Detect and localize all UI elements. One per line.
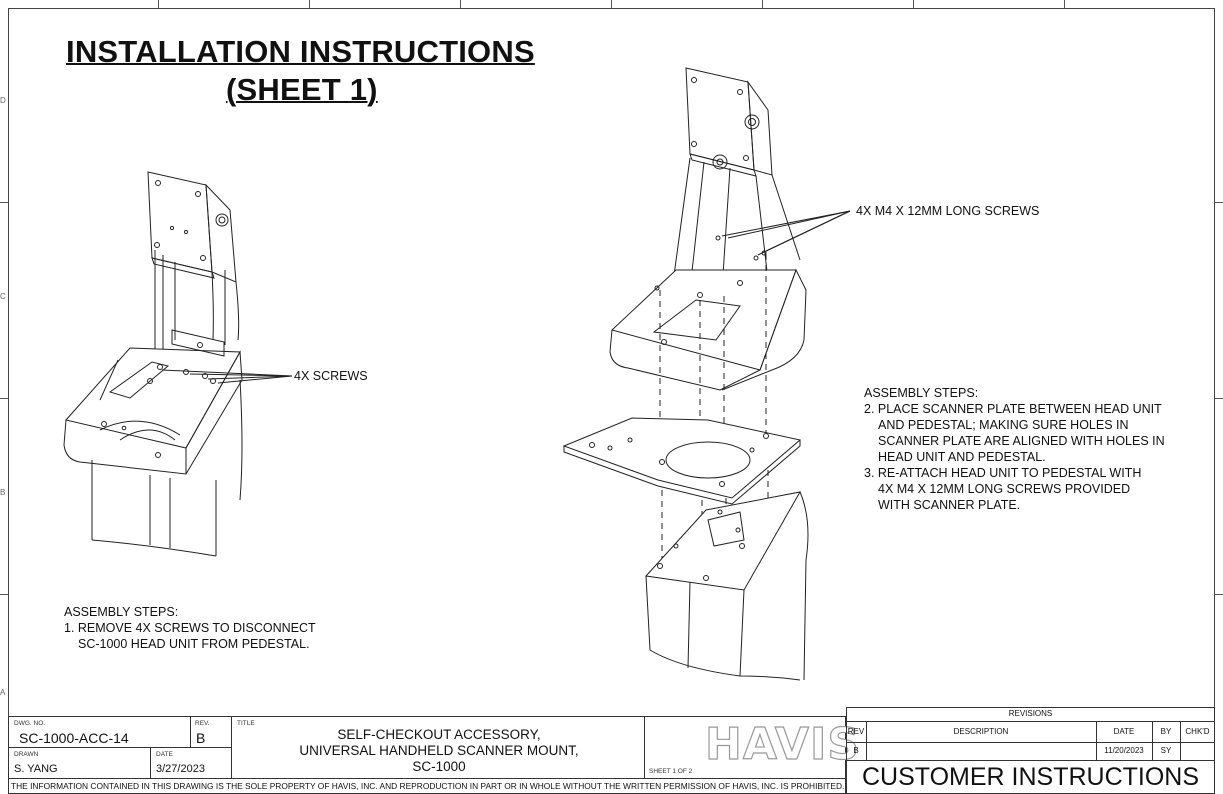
date-value: 3/27/2023 (156, 763, 205, 775)
left-steps-heading: ASSEMBLY STEPS: (64, 605, 179, 619)
right-step-line: 2. PLACE SCANNER PLATE BETWEEN HEAD UNIT (864, 402, 1162, 416)
rev-col-header: REV (847, 727, 865, 736)
proprietary-cell: THE INFORMATION CONTAINED IN THIS DRAWIN… (8, 778, 846, 794)
rev-value: B (196, 730, 206, 746)
zone-label: A (0, 688, 6, 697)
zone-tick (611, 0, 612, 8)
left-head-unit-illustration (63, 171, 293, 557)
date-cell: DATE 3/27/2023 (150, 747, 232, 779)
page-title-line1: INSTALLATION INSTRUCTIONS (66, 34, 535, 69)
drawing-title-line: SC-1000 (412, 759, 466, 774)
rev-col-header: BY (1160, 727, 1172, 736)
rev-divider (846, 760, 1215, 761)
title-cell: TITLE SELF-CHECKOUT ACCESSORY, UNIVERSAL… (231, 716, 645, 779)
drawing-frame (8, 8, 1215, 794)
zone-tick (309, 0, 310, 8)
rev-col-header: DESCRIPTION (953, 727, 1009, 736)
rev-row-cell: 11/20/2023 (1104, 746, 1144, 755)
right-screws-callout: 4X M4 X 12MM LONG SCREWS (856, 204, 1040, 218)
drawn-label: DRAWN (14, 751, 39, 758)
rev-row-cell: B (853, 746, 859, 755)
zone-tick (0, 398, 8, 399)
date-label: DATE (156, 751, 173, 758)
zone-tick (1064, 0, 1065, 8)
right-step-line: 4X M4 X 12MM LONG SCREWS PROVIDED (878, 482, 1131, 496)
rev-col-line (1096, 721, 1097, 760)
rev-row-cell: SY (1160, 746, 1172, 755)
rev-divider (846, 721, 1215, 722)
havis-logo: HAVIS (704, 718, 861, 770)
customer-instructions-label: CUSTOMER INSTRUCTIONS (861, 763, 1200, 791)
drawing-title-line: UNIVERSAL HANDHELD SCANNER MOUNT, (299, 743, 579, 758)
rev-col-line (866, 721, 867, 760)
right-step-line: AND PEDESTAL; MAKING SURE HOLES IN (878, 418, 1129, 432)
left-step-1-line2: SC-1000 HEAD UNIT FROM PEDESTAL. (78, 637, 310, 651)
dwg-no: SC-1000-ACC-14 (19, 730, 129, 746)
zone-tick (1215, 594, 1223, 595)
zone-tick (1215, 398, 1223, 399)
zone-tick (762, 0, 763, 8)
sheet-number: SHEET 1 OF 2 (649, 768, 693, 775)
zone-tick (913, 0, 914, 8)
right-exploded-illustration (562, 67, 851, 681)
rev-col-header: CHK'D (1185, 727, 1210, 736)
title-label: TITLE (237, 720, 255, 727)
proprietary-notice: THE INFORMATION CONTAINED IN THIS DRAWIN… (11, 781, 845, 791)
zone-tick (158, 0, 159, 8)
left-step-1-line1: 1. REMOVE 4X SCREWS TO DISCONNECT (64, 621, 316, 635)
dwg-no-label: DWG. NO. (14, 720, 46, 727)
rev-cell: REV. B (190, 716, 232, 748)
dwg-no-cell: DWG. NO. SC-1000-ACC-14 (8, 716, 191, 748)
left-screws-callout: 4X SCREWS (294, 369, 368, 383)
rev-col-header: DATE (1113, 727, 1135, 736)
right-step-line: 3. RE-ATTACH HEAD UNIT TO PEDESTAL WITH (864, 466, 1142, 480)
rev-divider (846, 742, 1215, 743)
right-step-line: SCANNER PLATE ARE ALIGNED WITH HOLES IN (878, 434, 1165, 448)
page-title-line2: (SHEET 1) (226, 72, 378, 107)
revisions-header: REVISIONS (1008, 709, 1053, 718)
rev-label: REV. (195, 720, 210, 727)
zone-tick (0, 594, 8, 595)
rev-col-line (1152, 721, 1153, 760)
zone-label: B (0, 488, 6, 497)
zone-tick (1215, 202, 1223, 203)
right-step-line: HEAD UNIT AND PEDESTAL. (878, 450, 1046, 464)
drawing-title-line: SELF-CHECKOUT ACCESSORY, (337, 727, 541, 742)
drawn-cell: DRAWN S. YANG (8, 747, 151, 779)
drawn-by: S. YANG (14, 763, 58, 775)
rev-col-line (1180, 721, 1181, 760)
zone-tick (460, 0, 461, 8)
zone-tick (0, 202, 8, 203)
zone-label: C (0, 292, 6, 301)
right-steps-heading: ASSEMBLY STEPS: (864, 386, 979, 400)
right-step-line: WITH SCANNER PLATE. (878, 498, 1021, 512)
logo-cell: HAVIS SHEET 1 OF 2 (644, 716, 860, 779)
zone-label: D (0, 96, 6, 105)
